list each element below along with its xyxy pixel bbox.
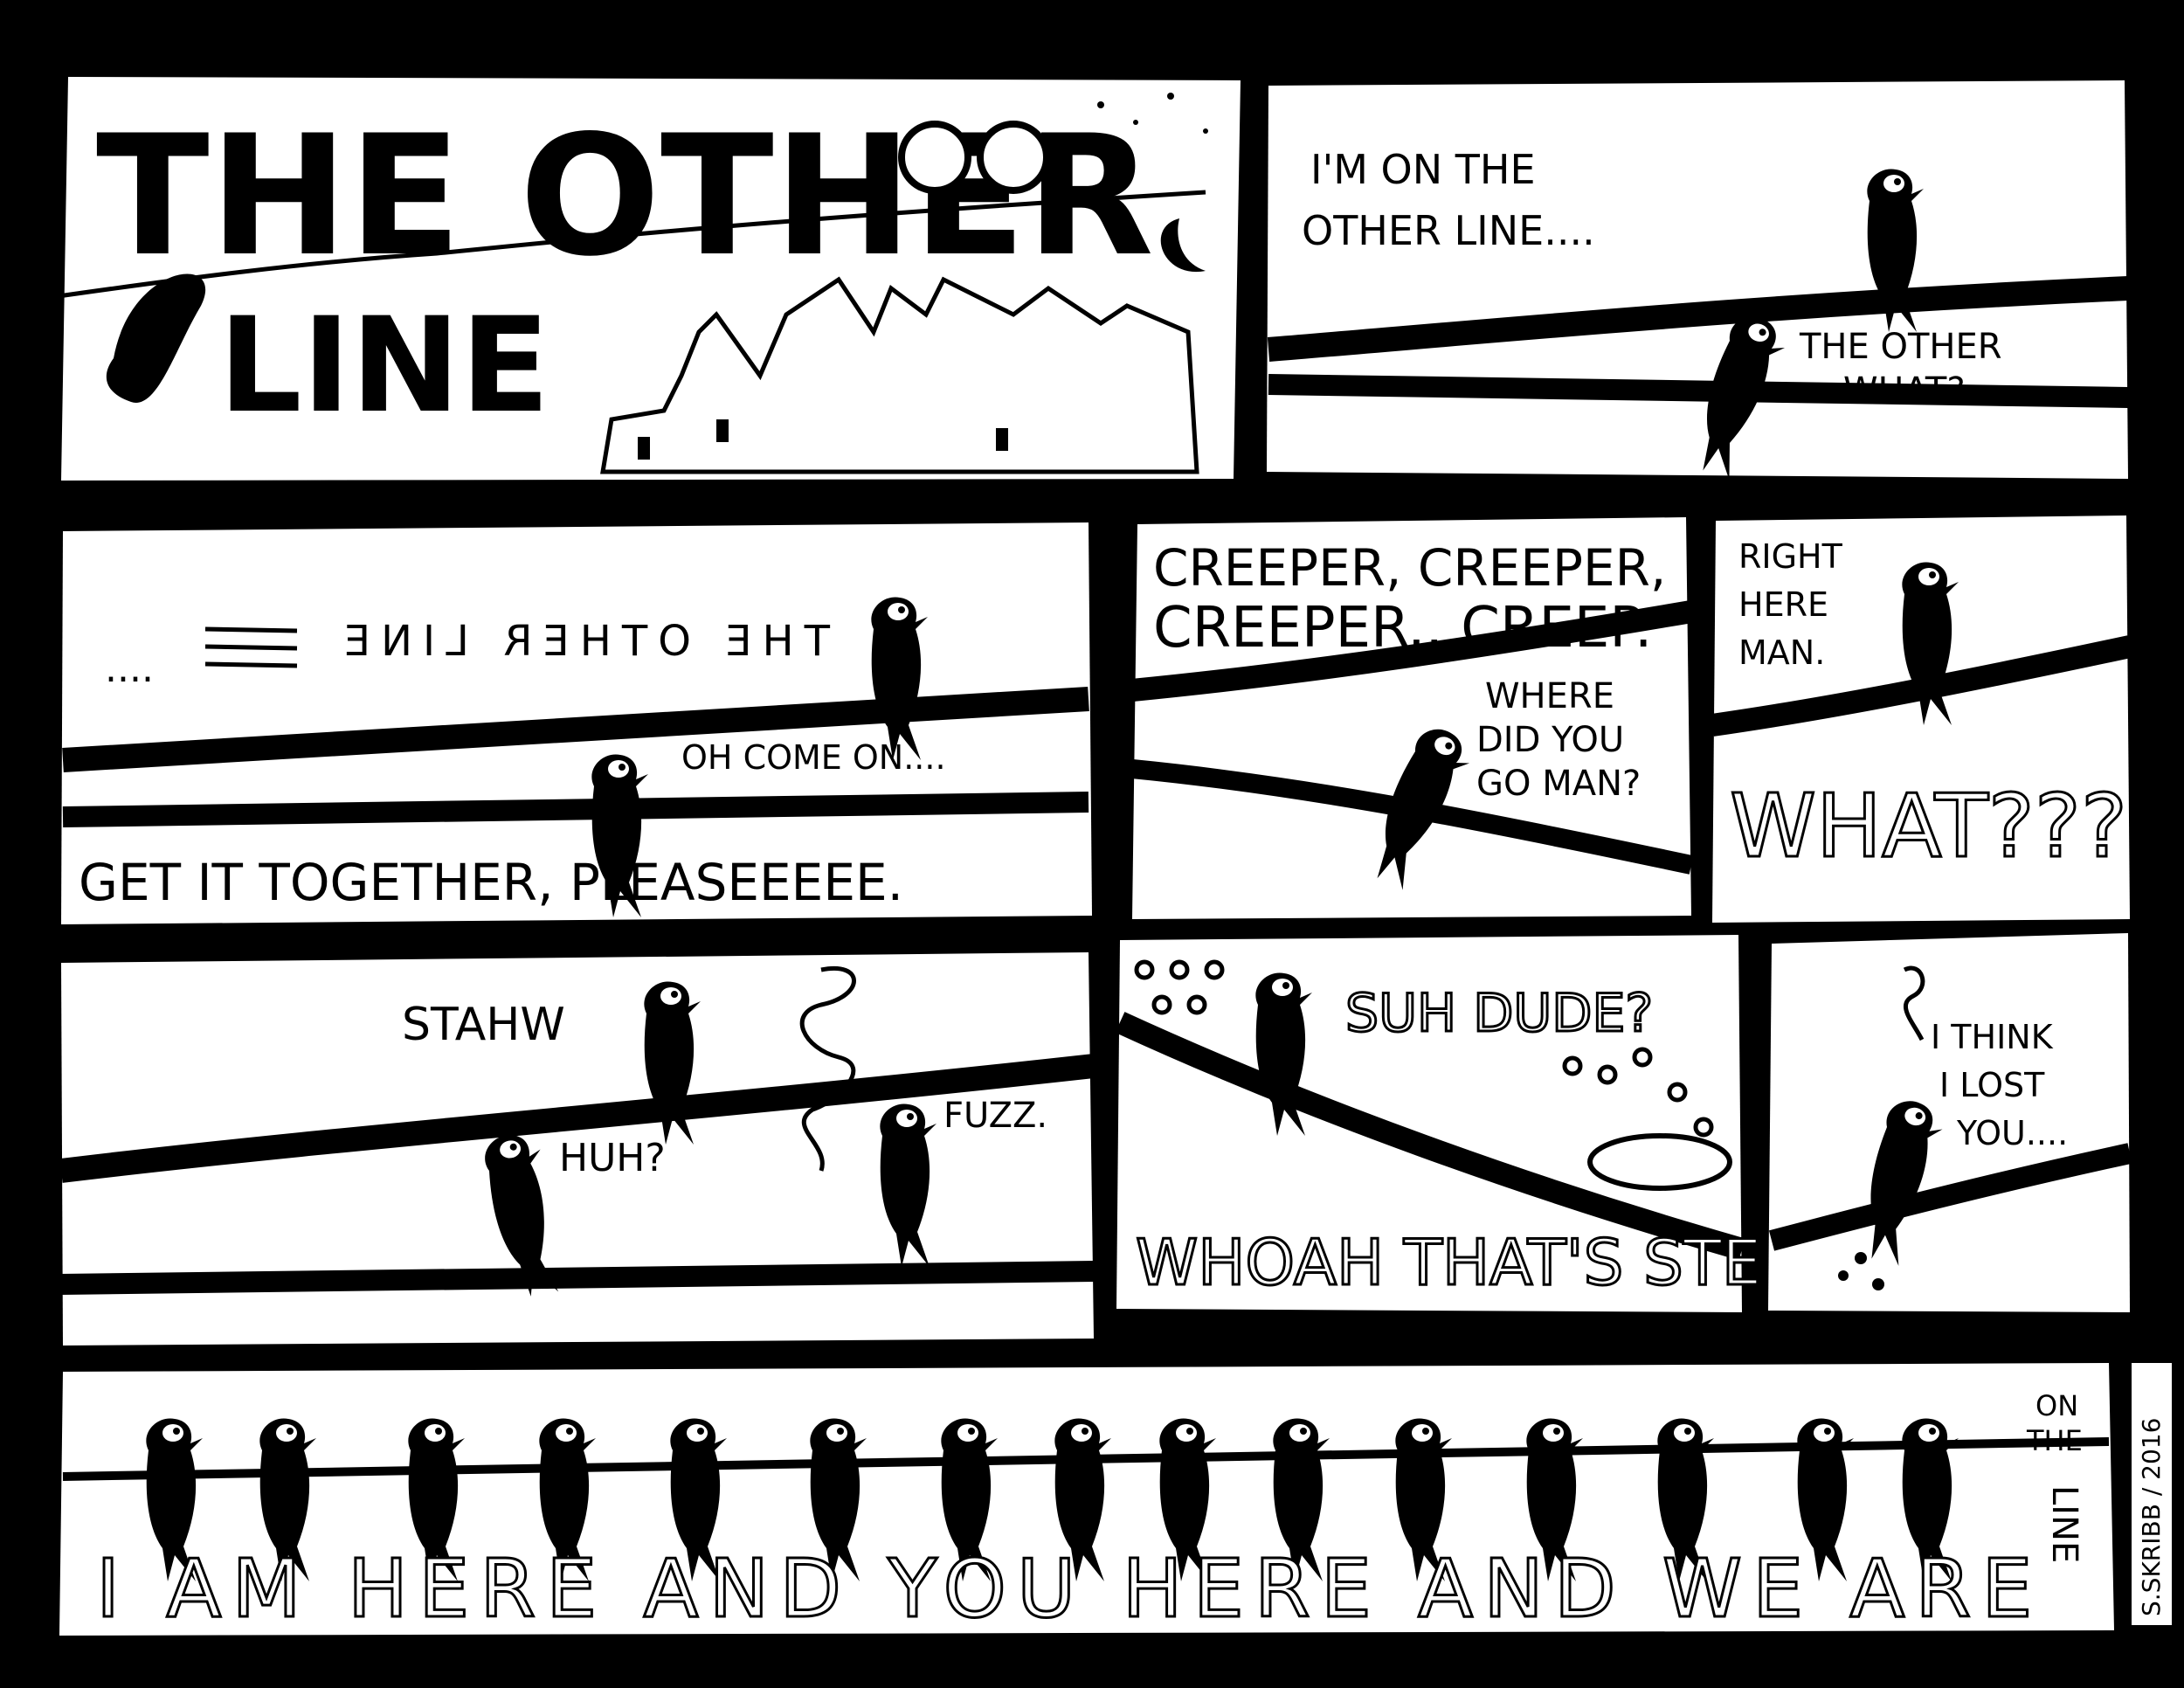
wire bbox=[62, 687, 1089, 772]
smoke-cloud bbox=[1587, 1133, 1732, 1191]
think-line1: I THINK bbox=[1931, 1018, 2054, 1056]
answer-line3: MAN. bbox=[1738, 633, 1825, 672]
stahw-text: STAHW bbox=[402, 999, 565, 1051]
creeper-line1: CREEPER, CREEPER, bbox=[1153, 538, 1666, 598]
side-text-line-group: LINE bbox=[2044, 1485, 2084, 1563]
reply-text: OH COME ON.... bbox=[681, 738, 946, 777]
question-line1: WHERE bbox=[1485, 676, 1614, 716]
wire bbox=[1115, 1012, 1745, 1261]
panel-title: THE OTHER LINE bbox=[52, 77, 1241, 481]
reply-line1: THE OTHER bbox=[1799, 327, 2002, 367]
panel-9: I AM HERE AND YOU HERE AND WE ARE ON THE… bbox=[59, 1363, 2114, 1637]
moon-icon bbox=[1160, 218, 1206, 273]
eye-left-icon bbox=[898, 121, 971, 194]
side-text-line: LINE bbox=[2044, 1485, 2084, 1563]
title-line2: LINE bbox=[218, 290, 549, 442]
mirrored-text: THE OTHER LINE bbox=[334, 617, 831, 666]
wire bbox=[1130, 600, 1694, 702]
bubble-dots bbox=[1134, 959, 1714, 1138]
answer-line1: RIGHT bbox=[1738, 537, 1843, 576]
panel-3: .... THE OTHER LINE OH COME ON.... GET I… bbox=[61, 522, 1092, 924]
city-skyline bbox=[600, 276, 1199, 474]
question-line2: DID YOU bbox=[1476, 720, 1624, 760]
motion-lines bbox=[204, 626, 298, 668]
reply-line2: WHAT? bbox=[1843, 370, 1966, 411]
wire bbox=[62, 792, 1089, 827]
speech-line2: OTHER LINE.... bbox=[1302, 207, 1595, 254]
signature: S.SKRIBB / 2016 bbox=[2137, 1418, 2166, 1616]
question-line3: GO MAN? bbox=[1476, 764, 1641, 804]
think-line2: I LOST bbox=[1939, 1066, 2045, 1104]
title-line1: THE OTHER bbox=[96, 100, 1154, 293]
signature-block: S.SKRIBB / 2016 bbox=[2132, 1363, 2172, 1625]
answer-line2: HERE bbox=[1738, 585, 1828, 624]
wire bbox=[1267, 276, 2129, 362]
thought-squiggle bbox=[1903, 965, 1925, 1041]
dots-text: .... bbox=[105, 647, 154, 691]
steep-text: WHOAH THAT'S STEEP... bbox=[1136, 1226, 1890, 1299]
speech-line1: I'M ON THE bbox=[1310, 146, 1536, 193]
side-text-on: ON bbox=[2035, 1389, 2078, 1422]
phone-icon bbox=[106, 273, 206, 403]
wire bbox=[1268, 374, 2129, 408]
fuzz-text: FUZZ. bbox=[943, 1096, 1047, 1136]
wire bbox=[1711, 635, 2132, 737]
panel-4: CREEPER, CREEPER, CREEPER...CREEP. WHERE… bbox=[1130, 517, 1694, 919]
panel-5: RIGHT HERE MAN. WHAT??? bbox=[1711, 515, 2132, 923]
smoke-squiggle bbox=[799, 965, 856, 1172]
caption-text: GET IT TOGETHER, PLEASEEEEE. bbox=[79, 853, 903, 912]
panel-6: STAHW HUH? FUZZ. bbox=[59, 952, 1095, 1346]
mirrored-text-group: THE OTHER LINE bbox=[334, 617, 831, 666]
wire bbox=[1768, 1143, 2132, 1251]
eye-right-icon bbox=[977, 121, 1050, 194]
panel-7: SUH DUDE? WHOAH THAT'S STEEP... bbox=[1115, 935, 1890, 1312]
side-text-the: THE bbox=[2026, 1424, 2083, 1457]
suh-dude-text: SUH DUDE? bbox=[1345, 983, 1653, 1044]
panel-2: I'M ON THE OTHER LINE.... THE OTHER WHAT… bbox=[1267, 80, 2129, 483]
wire bbox=[59, 1054, 1095, 1183]
final-caption: I AM HERE AND YOU HERE AND WE ARE bbox=[96, 1542, 2042, 1636]
what-shout: WHAT??? bbox=[1730, 775, 2127, 877]
wire bbox=[52, 190, 1206, 300]
think-line3: YOU.... bbox=[1956, 1114, 2068, 1152]
huh-text: HUH? bbox=[559, 1136, 666, 1180]
wire bbox=[60, 1261, 1095, 1295]
panel-8: I THINK I LOST YOU.... bbox=[1768, 933, 2132, 1312]
